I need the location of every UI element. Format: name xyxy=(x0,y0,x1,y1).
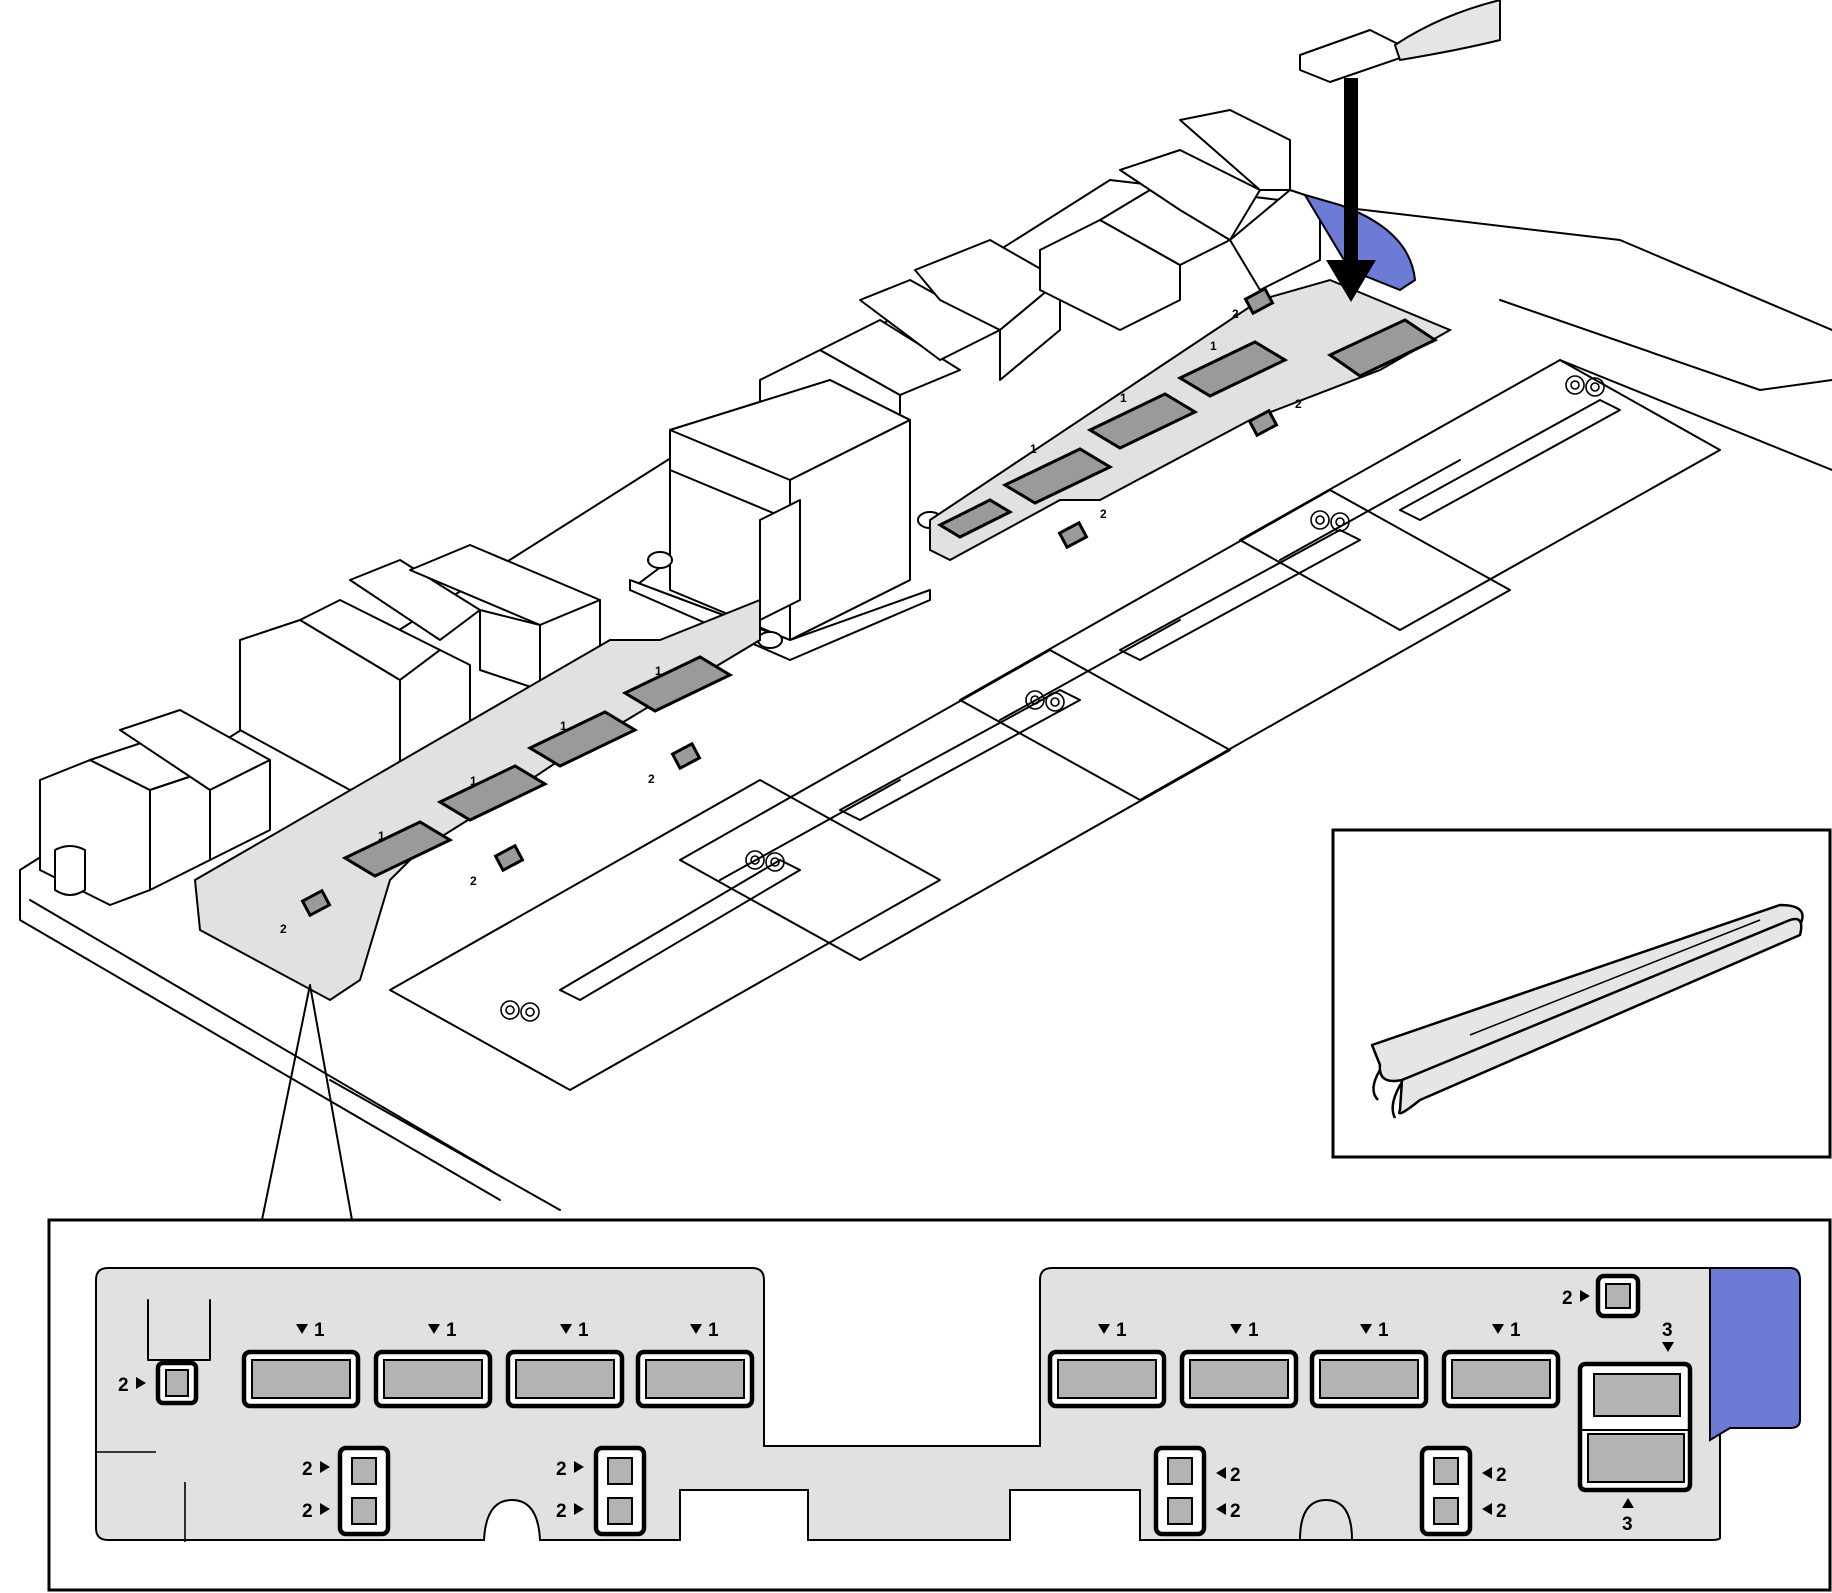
callout-1: 1 xyxy=(560,719,567,733)
callout-1: 1 xyxy=(1510,1320,1521,1341)
callout-1: 1 xyxy=(578,1320,589,1341)
callout-2: 2 xyxy=(1295,397,1302,411)
detail-pads-step3: 3 3 xyxy=(1577,1320,1693,1535)
callout-2: 2 xyxy=(1232,307,1239,321)
callout-2: 2 xyxy=(1230,1465,1241,1486)
rear-ports xyxy=(39,109,1321,906)
callout-1: 1 xyxy=(314,1320,325,1341)
callout-2: 2 xyxy=(1230,1501,1241,1522)
main-board-view xyxy=(19,0,1832,1221)
tweezers-tip-main xyxy=(1393,0,1501,62)
callout-1: 1 xyxy=(655,664,662,678)
tool-inset xyxy=(1331,828,1832,1159)
drive-bays xyxy=(389,359,1721,1091)
callout-2: 2 xyxy=(118,1375,129,1396)
callout-1: 1 xyxy=(1116,1320,1127,1341)
callout-2: 2 xyxy=(556,1459,567,1480)
callout-1: 1 xyxy=(1378,1320,1389,1341)
callout-2: 2 xyxy=(280,922,287,936)
detail-labels-step1: 1 1 1 1 1 1 1 1 xyxy=(296,1320,1521,1341)
pad-being-installed xyxy=(1299,29,1401,83)
detail-inset: 2 1 1 1 1 1 1 1 1 xyxy=(47,1218,1832,1592)
detail-pads-step2 xyxy=(337,1273,1641,1537)
callout-2: 2 xyxy=(1496,1501,1507,1522)
zoom-callout-lines xyxy=(261,984,353,1221)
main-view-small-pads xyxy=(300,286,1279,918)
main-view-pads-left xyxy=(341,318,1439,878)
heatsink xyxy=(629,379,943,661)
callout-2: 2 xyxy=(1496,1465,1507,1486)
blue-tab-detail xyxy=(1709,1267,1801,1442)
callout-1: 1 xyxy=(1248,1320,1259,1341)
callout-1: 1 xyxy=(1120,391,1127,405)
callout-1: 1 xyxy=(1210,339,1217,353)
callout-3: 3 xyxy=(1622,1514,1633,1535)
detail-pads-step1 xyxy=(241,1349,1561,1409)
install-arrow-icon xyxy=(1326,78,1376,302)
callout-1: 1 xyxy=(446,1320,457,1341)
standoffs xyxy=(54,375,1605,1022)
tweezers-icon xyxy=(1370,903,1804,1119)
callout-2: 2 xyxy=(302,1459,313,1480)
callout-2: 2 xyxy=(470,874,477,888)
callout-2: 2 xyxy=(1100,507,1107,521)
callout-1: 1 xyxy=(378,829,385,843)
callout-1: 1 xyxy=(1030,442,1037,456)
callout-1: 1 xyxy=(470,774,477,788)
callout-2: 2 xyxy=(648,772,655,786)
callout-2: 2 xyxy=(1562,1288,1573,1309)
callout-2: 2 xyxy=(556,1501,567,1522)
main-view-callouts: 2 2 2 2 2 2 1 1 1 1 1 1 1 xyxy=(280,307,1302,936)
detail-plate-left xyxy=(95,1267,1721,1541)
callout-1: 1 xyxy=(708,1320,719,1341)
detail-labels-step2: 2 2 2 2 2 2 2 2 2 xyxy=(302,1288,1590,1522)
callout-2: 2 xyxy=(302,1501,313,1522)
callout-3: 3 xyxy=(1662,1320,1673,1341)
